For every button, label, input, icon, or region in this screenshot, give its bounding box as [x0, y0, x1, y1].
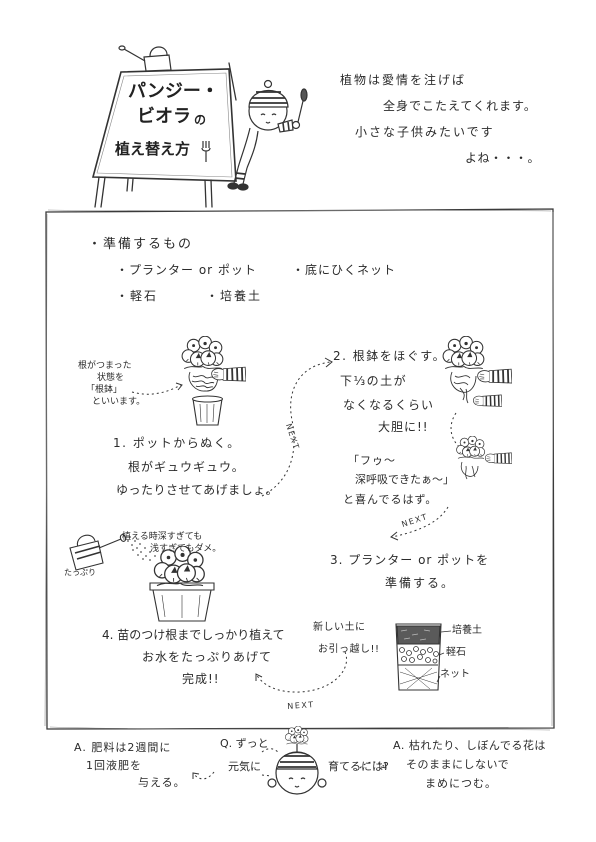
fork-icon [201, 141, 211, 162]
next-arrow-1 [261, 357, 333, 497]
intro-line-1: 植物は愛情を注げば [340, 73, 467, 87]
step4-body-2: 完成!! [182, 672, 220, 686]
next-arrow-3 [255, 651, 347, 693]
hand-striped-sleeve [210, 366, 246, 382]
step4-title: 4. 苗のつけ根までしっかり植えて [102, 628, 285, 642]
sign-title-line3: 植え替え方 [115, 140, 191, 158]
step2-title: 2. 根鉢をほぐす。 [333, 349, 447, 363]
hand-striped-sleeve [476, 368, 512, 384]
intro-line-2: 全身でこたえてくれます。 [383, 99, 537, 113]
child-with-flower-illustration [267, 744, 327, 795]
prep-item-planter: ・プランター or ポット [116, 263, 257, 277]
layer-label-soil: 培養土 [452, 625, 482, 636]
watering-can-icon [118, 45, 172, 72]
intro-line-3: 小さな子供みたいです [355, 125, 495, 139]
sign-title-line1: パンジー・ [128, 81, 219, 102]
sign-title-line2-suffix: の [194, 113, 207, 127]
faq-answer-deadhead-2: そのままにしないで [406, 758, 510, 771]
step2-body-3: 大胆に!! [378, 420, 429, 434]
pansy-seedling [442, 336, 485, 370]
layer-label-net: ネット [440, 669, 470, 680]
step2-quote-3: と喜んでるはず。 [343, 493, 438, 506]
content-frame [44, 208, 555, 731]
faq-question-3: 育てるには? [328, 760, 389, 773]
next-arrow-2 [390, 506, 449, 541]
step4-tip-1: 植える時深すぎても [122, 532, 203, 542]
layer-label-pumice: 軽石 [446, 647, 466, 658]
planter-cross-section [395, 623, 452, 691]
step2-illustration [442, 336, 512, 480]
intro-line-4: よね・・・。 [465, 151, 541, 165]
step2-body-1: 下⅓の土が [340, 374, 408, 388]
faq-connector-arrows [192, 748, 387, 780]
prep-item-net: ・底にひくネット [292, 263, 397, 277]
step3-title-1: 3. プランター or ポットを [330, 553, 490, 567]
faq-answer-fertilizer-3: 与える。 [138, 776, 186, 789]
water-stream [127, 536, 156, 561]
pansy-seedling [181, 336, 224, 370]
note-pointer-arrow [131, 382, 183, 395]
hand-striped-sleeve [484, 452, 512, 465]
step1-note-line-3: 「根鉢」 [86, 385, 123, 395]
loosened-roots [460, 461, 479, 480]
faq-answer-fertilizer-1: A. 肥料は2週間に [74, 741, 172, 754]
step2-quote-1: 「フゥ〜 [348, 454, 396, 467]
planted-pot [149, 582, 215, 622]
step1-title: 1. ポットからぬく。 [113, 436, 241, 450]
step1-body-2: ゆったりさせてあげましょ。 [116, 483, 279, 497]
prep-item-soil: ・培養土 [206, 289, 263, 303]
faq-answer-deadhead-1: A. 枯れたり、しぼんでる花は [393, 739, 546, 752]
step4-tip-2: 浅すぎてもダメ。 [150, 544, 222, 554]
water-label: たっぷり [64, 568, 96, 577]
step2-body-2: なくなるくらい [343, 398, 435, 412]
soil-layer [396, 625, 441, 645]
next-label: NEXT [287, 700, 315, 711]
faq-answer-deadhead-3: まめにつむ。 [425, 777, 497, 790]
prep-title: ・準備するもの [88, 237, 194, 252]
step4-body-1: お水をたっぷりあげて [142, 650, 273, 664]
step1-note-line-2: 状態を [97, 373, 125, 383]
empty-pot [191, 395, 224, 426]
watering-can-icon [69, 534, 127, 571]
loosened-roots [450, 371, 477, 404]
step1-note-line-4: といいます。 [92, 397, 146, 407]
pansy-seedling-loosened [456, 436, 486, 459]
faq-answer-fertilizer-2: 1回液肥を [86, 759, 142, 772]
signboard [91, 62, 237, 208]
child-peeking-illustration [227, 79, 308, 191]
pumice-layer [399, 646, 439, 664]
step1-body-1: 根がギュウギュウ。 [128, 460, 245, 474]
step1-note-line-1: 根がつまった [78, 361, 132, 371]
step1-illustration [131, 336, 246, 426]
net-layer [399, 667, 438, 690]
prep-item-pumice: ・軽石 [116, 289, 159, 303]
step2-quote-2: 深呼吸できたぁ〜」 [355, 473, 454, 486]
step3-note-2: お引っ越し!! [318, 644, 380, 655]
sign-title-line2: ビオラ [137, 106, 191, 127]
faq-question-2: 元気に [228, 760, 261, 773]
step3-note-1: 新しい土に [313, 622, 366, 633]
faq-question-1: Q. ずっと [220, 737, 269, 750]
step3-title-2: 準備する。 [385, 576, 456, 590]
hand-striped-sleeve [472, 394, 502, 408]
